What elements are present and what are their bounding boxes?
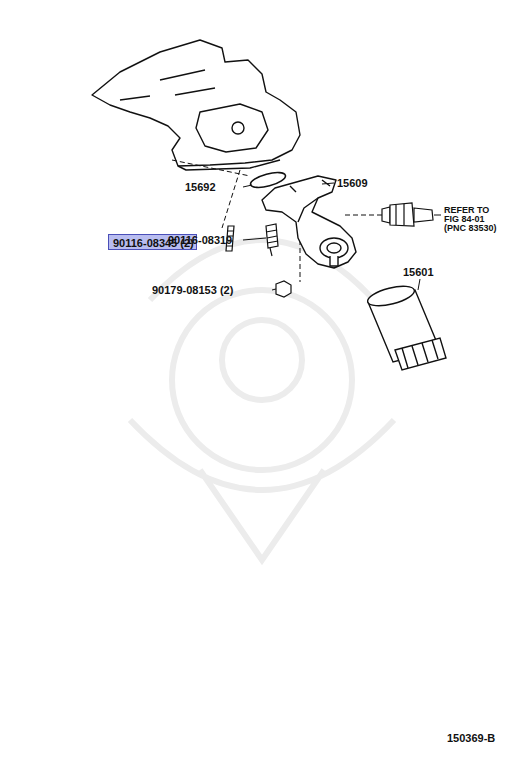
assembly-line (172, 160, 382, 282)
part-number: 15601 (403, 266, 434, 278)
part-number: 90179-08153 (2) (152, 284, 233, 296)
part-number: 15692 (185, 181, 216, 193)
figure-number: 150369-B (447, 732, 495, 744)
nut (276, 281, 291, 297)
part-number: 15609 (337, 177, 368, 189)
reference-note: FIG 84-01 (444, 215, 485, 224)
part-number: 90116-08319 (168, 234, 232, 246)
reference-note: REFER TO (444, 206, 489, 215)
oil-filter (366, 282, 446, 370)
pressure-switch (382, 203, 433, 226)
reference-note: (PNC 83530) (444, 224, 497, 233)
engine-block (92, 40, 300, 170)
union-bolt (266, 224, 278, 256)
watermark (130, 240, 394, 560)
leader-line (243, 183, 441, 290)
filter-bracket (262, 176, 356, 268)
